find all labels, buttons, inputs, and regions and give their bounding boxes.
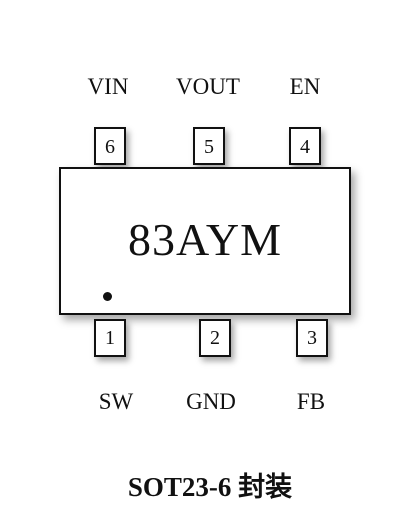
pin-6-label: VIN (87, 74, 129, 99)
pin-2-label: GND (186, 389, 236, 414)
pin-4: 4 (289, 127, 321, 165)
pin-1: 1 (94, 319, 126, 357)
pin-4-number: 4 (300, 136, 310, 158)
pin-3-label: FB (296, 389, 326, 414)
pin-5-label: VOUT (176, 74, 240, 99)
package-caption: SOT23-6 封装 (0, 465, 420, 504)
caption-package-name: SOT23-6 (127, 472, 232, 502)
pin-5: 5 (193, 127, 225, 165)
pin-6: 6 (94, 127, 126, 165)
pin-3-number: 3 (307, 327, 317, 349)
package-marking: 83AYM (127, 214, 283, 265)
pin-1-label: SW (98, 389, 134, 414)
package-body: 83AYM (59, 167, 351, 315)
pin-1-number: 1 (105, 327, 115, 349)
pin-2-number: 2 (210, 327, 220, 349)
pin-4-label: EN (289, 74, 321, 99)
pin-6-number: 6 (105, 136, 115, 158)
pin1-indicator-dot (103, 292, 112, 301)
pin-3: 3 (296, 319, 328, 357)
caption-suffix: 封装 (238, 472, 293, 503)
pin-5-number: 5 (204, 136, 214, 158)
pin-2: 2 (199, 319, 231, 357)
